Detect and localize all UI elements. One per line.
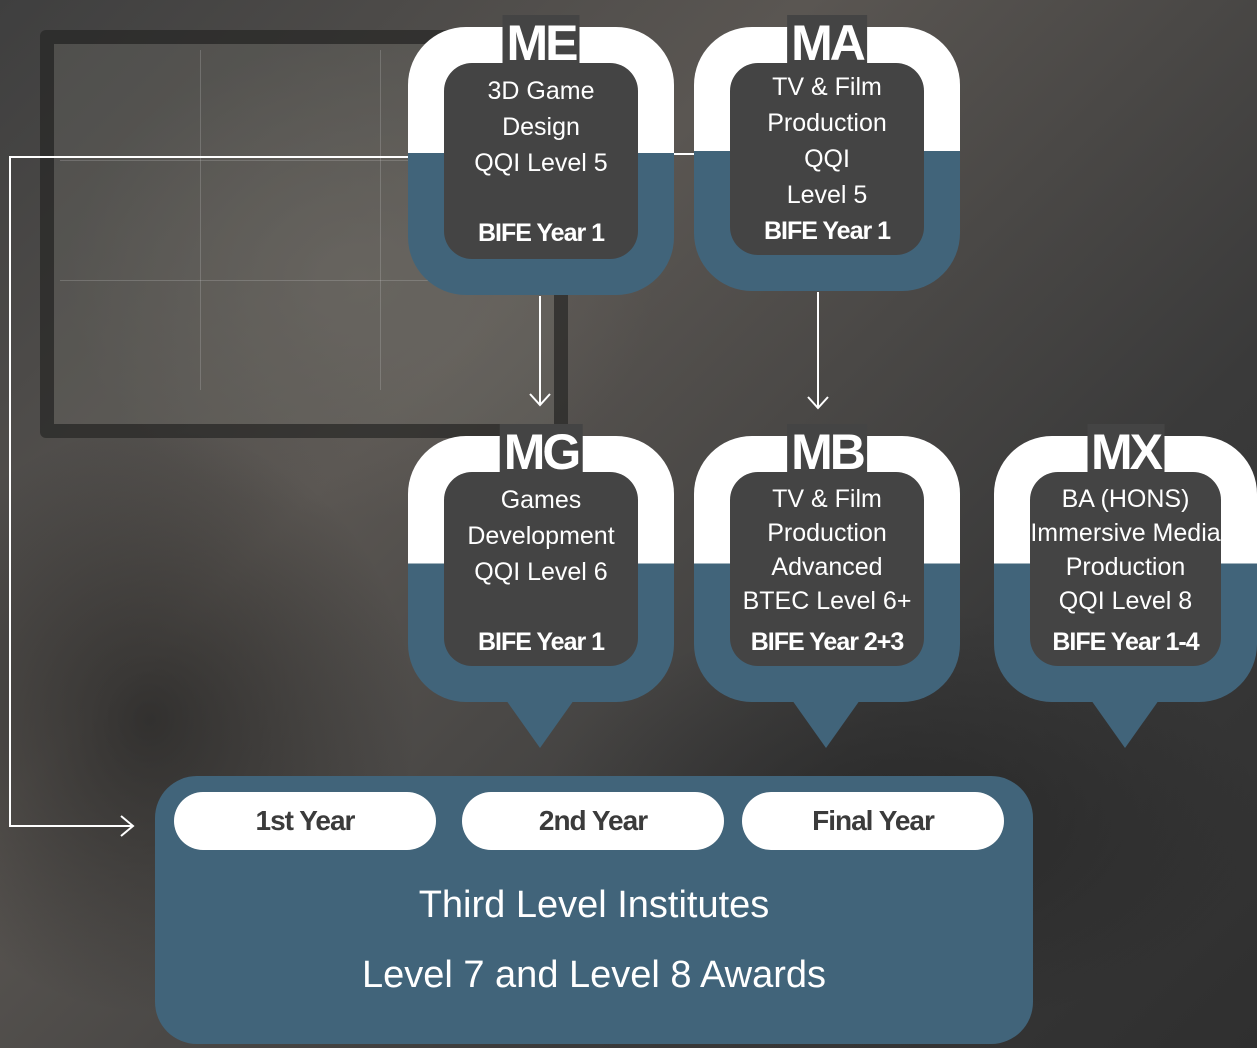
- course-year: BIFE Year 1: [763, 217, 891, 245]
- monitor-grid-line: [200, 50, 201, 390]
- course-year: BIFE Year 1-4: [1052, 628, 1199, 656]
- monitor-grid-line: [60, 160, 520, 161]
- course-description: TV & Film Production QQI Level 5: [767, 73, 887, 209]
- course-code: MX: [1087, 424, 1164, 480]
- course-node-ma: MA TV & Film Production QQI Level 5 BIFE…: [694, 15, 960, 291]
- left-connector-line: [9, 156, 412, 827]
- course-year: BIFE Year 1: [477, 628, 605, 656]
- course-code: ME: [502, 15, 580, 71]
- right-connector-arrowhead: [120, 815, 135, 837]
- course-description: Games Development QQI Level 6: [467, 486, 615, 586]
- course-node-me: ME 3D Game Design QQI Level 5 BIFE Year …: [408, 15, 674, 295]
- node-inner-box: [730, 472, 924, 666]
- course-year: BIFE Year 2+3: [750, 628, 905, 656]
- course-description: BA (HONS) Immersive Media Production QQI…: [1030, 485, 1221, 615]
- course-code: MA: [787, 15, 867, 71]
- node-inner-box: [730, 63, 924, 255]
- me-to-mg-arrowhead: [529, 393, 551, 407]
- course-code: MB: [787, 424, 867, 480]
- third-level-institutes-box: 1st Year 2nd Year Final Year Third Level…: [155, 776, 1033, 1044]
- node-inner-box: [444, 63, 638, 259]
- institutes-title: Third Level Institutes: [418, 884, 770, 926]
- year-pill-1st: 1st Year: [174, 792, 436, 850]
- year-pill-final: Final Year: [742, 792, 1004, 850]
- course-year: BIFE Year 1: [477, 219, 605, 247]
- course-description: 3D Game Design QQI Level 5: [474, 77, 608, 177]
- course-description: TV & Film Production Advanced BTEC Level…: [742, 485, 912, 615]
- mx-pointer: [1091, 700, 1159, 748]
- mb-pointer: [792, 700, 860, 748]
- node-inner-box: [444, 472, 638, 666]
- institutes-subtitle: Level 7 and Level 8 Awards: [361, 954, 827, 996]
- monitor-grid-line: [380, 50, 381, 390]
- course-node-mg: MG Games Development QQI Level 6 BIFE Ye…: [408, 424, 674, 702]
- course-code: MG: [499, 424, 583, 480]
- ma-to-mb-arrowhead: [807, 396, 829, 410]
- monitor-grid-line: [60, 280, 520, 281]
- mg-pointer: [506, 700, 574, 748]
- course-node-mx: MX BA (HONS) Immersive Media Production …: [994, 424, 1257, 702]
- year-pill-2nd: 2nd Year: [462, 792, 724, 850]
- node-inner-box: [1030, 472, 1221, 666]
- course-node-mb: MB TV & Film Production Advanced BTEC Le…: [694, 424, 960, 702]
